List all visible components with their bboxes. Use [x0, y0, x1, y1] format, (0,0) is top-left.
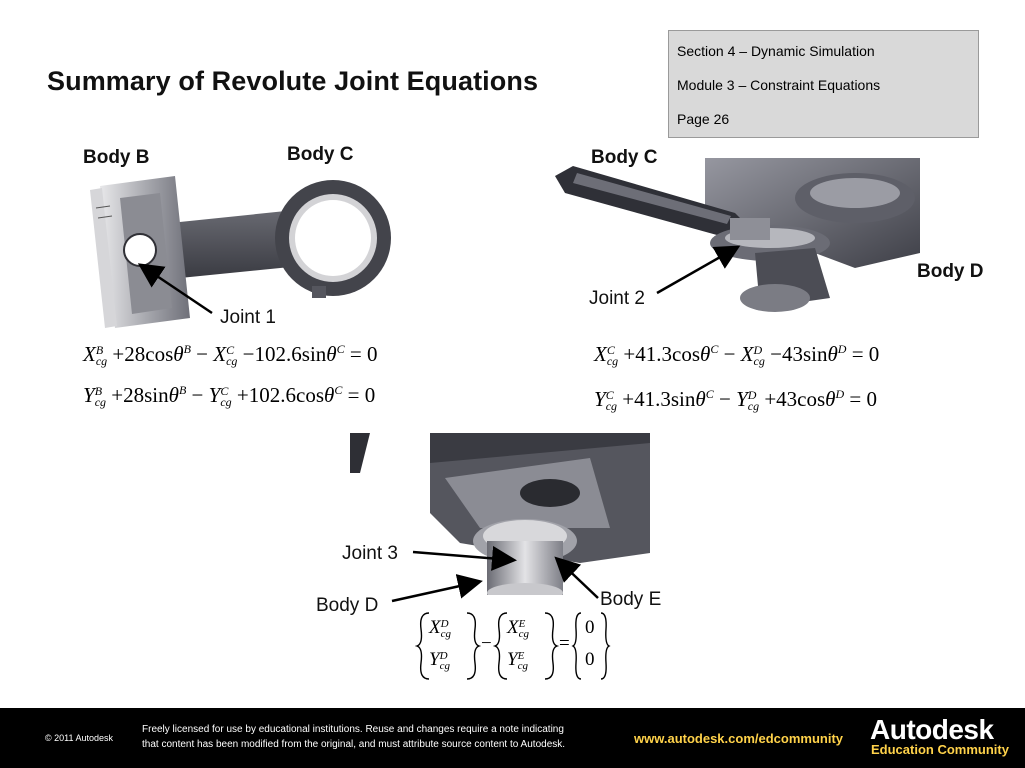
label-body-e: Body E: [600, 589, 662, 610]
arrow-icon: [554, 556, 599, 599]
label-body-b: Body B: [83, 147, 150, 168]
label-body-d-bottom: Body D: [316, 595, 379, 616]
label-joint-3: Joint 3: [342, 543, 398, 564]
arrow-icon: [656, 245, 741, 295]
label-body-c-left: Body C: [287, 144, 354, 165]
label-joint-1: Joint 1: [220, 307, 276, 328]
arrows-overlay: [137, 245, 741, 603]
crankshaft-journal-image: [350, 433, 650, 595]
arrow-icon: [412, 545, 517, 571]
piston-image: [90, 176, 391, 328]
autodesk-logo: Autodesk: [870, 714, 994, 745]
label-body-c-right: Body C: [591, 147, 658, 168]
footer-url-link[interactable]: www.autodesk.com/edcommunity: [634, 731, 844, 746]
footer-license-line2: that content has been modified from the …: [142, 739, 566, 750]
footer-license-line1: Freely licensed for use by educational i…: [142, 724, 564, 735]
section-label: Section 4 – Dynamic Simulation: [677, 43, 875, 59]
slide-title: Summary of Revolute Joint Equations: [47, 66, 539, 96]
autodesk-logo-subtitle: Education Community: [871, 742, 1009, 757]
info-box: Section 4 – Dynamic Simulation Module 3 …: [668, 30, 979, 138]
arrow-icon: [137, 263, 213, 315]
footer-copyright: © 2011 Autodesk: [45, 733, 114, 743]
label-body-d-right: Body D: [917, 261, 984, 282]
page-label: Page 26: [677, 111, 730, 127]
arrow-icon: [391, 574, 483, 603]
footer-bar: © 2011 Autodesk Freely licensed for use …: [0, 708, 1025, 768]
module-label: Module 3 – Constraint Equations: [677, 77, 881, 93]
label-joint-2: Joint 2: [589, 288, 645, 309]
